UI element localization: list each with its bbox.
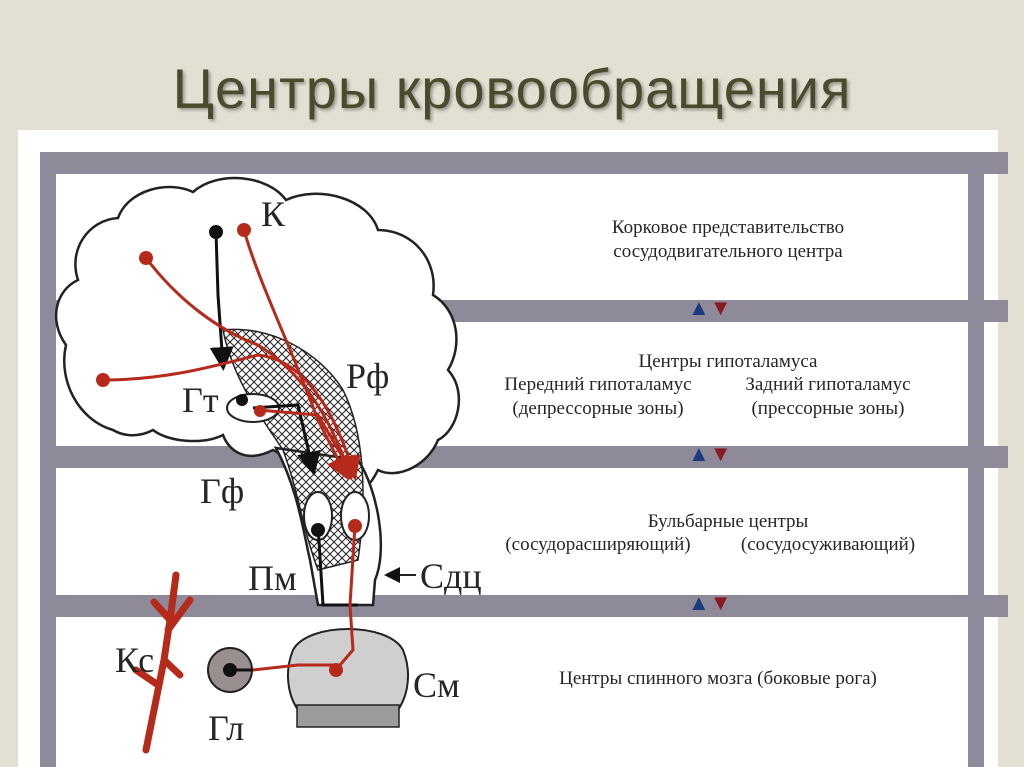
level-spinal-text: Центры спинного мозга (боковые рога) [559,668,877,689]
level-bulbar-left: (сосудорасширяющий) [505,534,691,555]
label-spinal-cord: См [413,665,460,705]
blue-up-arrow-icon: ▲▼ [688,295,732,320]
depressor-zones: (депрессорные зоны) [512,398,684,419]
label-blood-vessel: Кс [115,640,155,680]
level-hypothalamus-title: Центры гипоталамуса [638,351,818,372]
label-medulla: Пм [248,558,297,598]
label-ganglion: Гл [208,708,245,748]
spinal-cord [287,628,409,721]
label-reticular-formation: Рф [346,356,390,396]
right-frame-bar [968,152,984,767]
left-frame-bar [40,152,56,767]
band-top [40,152,1008,174]
diagram-figure: К Рф Гт Гф Пм Сдц Кс Гл См Корковое пред… [18,130,1008,767]
circulation-centers-drawing [54,176,461,754]
blood-vessel [132,571,194,754]
posterior-hypothalamus: Задний гипоталамус [745,374,911,395]
level-cortex-line-1: Корковое представительство [611,217,845,238]
level-bulbar-right: (сосудосуживающий) [740,534,916,555]
level-cortex-text: Корковое представительство сосудодвигате… [538,216,918,264]
level-hypothalamus-right: Задний гипоталамус (прессорные зоны) [718,373,938,421]
label-cortex: К [261,194,286,234]
level-hypothalamus-left: Передний гипоталамус (депрессорные зоны) [478,373,718,421]
level-cortex-line-2: сосудодвигательного центра [613,241,843,262]
blue-up-arrow-icon: ▲▼ [688,441,732,466]
blue-up-arrow-icon: ▲▼ [688,590,732,615]
slide-title: Центры кровообращения [172,57,852,120]
anterior-hypothalamus: Передний гипоталамус [504,374,692,395]
pressor-zones: (прессорные зоны) [751,398,905,419]
label-hypothalamus: Гт [182,380,219,420]
label-vasomotor-center: Сдц [420,556,482,596]
label-pituitary: Гф [200,471,245,511]
level-bulbar-title: Бульбарные центры [647,511,809,532]
band-3 [40,595,1008,617]
